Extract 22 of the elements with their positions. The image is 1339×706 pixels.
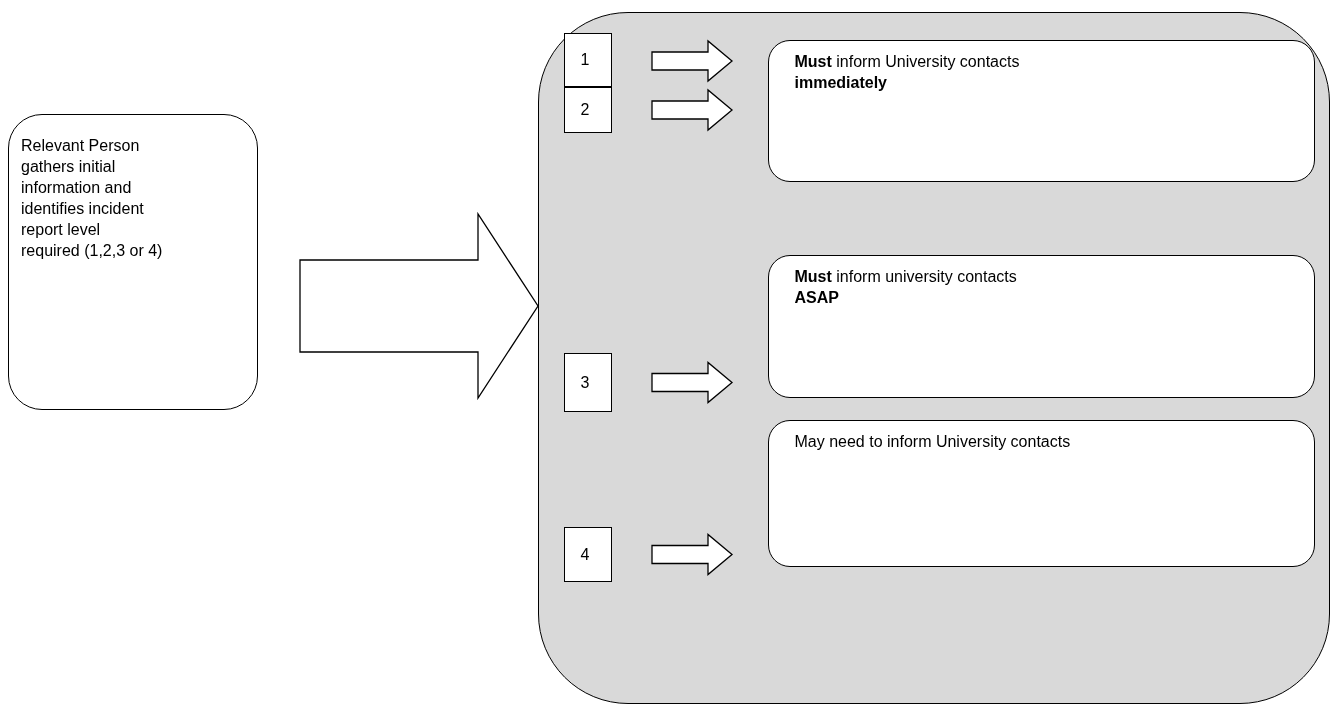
level-number: 3 — [580, 372, 590, 393]
level-box — [563, 32, 612, 87]
box-text: Must inform university contacts ASAP — [794, 266, 1018, 308]
level-number: 1 — [580, 50, 590, 70]
process-box — [767, 419, 1315, 567]
block-arrow — [651, 533, 733, 576]
level-box — [563, 526, 612, 582]
box-text: Relevant Person gathers initial information and identifies incident report level required (1,2,3 or 4) — [21, 136, 163, 261]
level-box — [563, 352, 612, 412]
block-arrow — [651, 361, 733, 404]
level-number: 4 — [580, 544, 590, 565]
block-arrow — [651, 39, 733, 83]
level-box — [563, 86, 612, 133]
level-number: 2 — [580, 100, 590, 120]
box-text: May need to inform University contacts — [794, 431, 1072, 452]
block-arrow — [299, 211, 539, 401]
process-box — [767, 39, 1315, 182]
group-panel — [538, 12, 1330, 704]
block-arrow — [651, 88, 733, 132]
box-text: Must inform University contacts immediately — [794, 51, 1021, 93]
process-box — [8, 114, 258, 410]
process-box — [767, 254, 1315, 398]
